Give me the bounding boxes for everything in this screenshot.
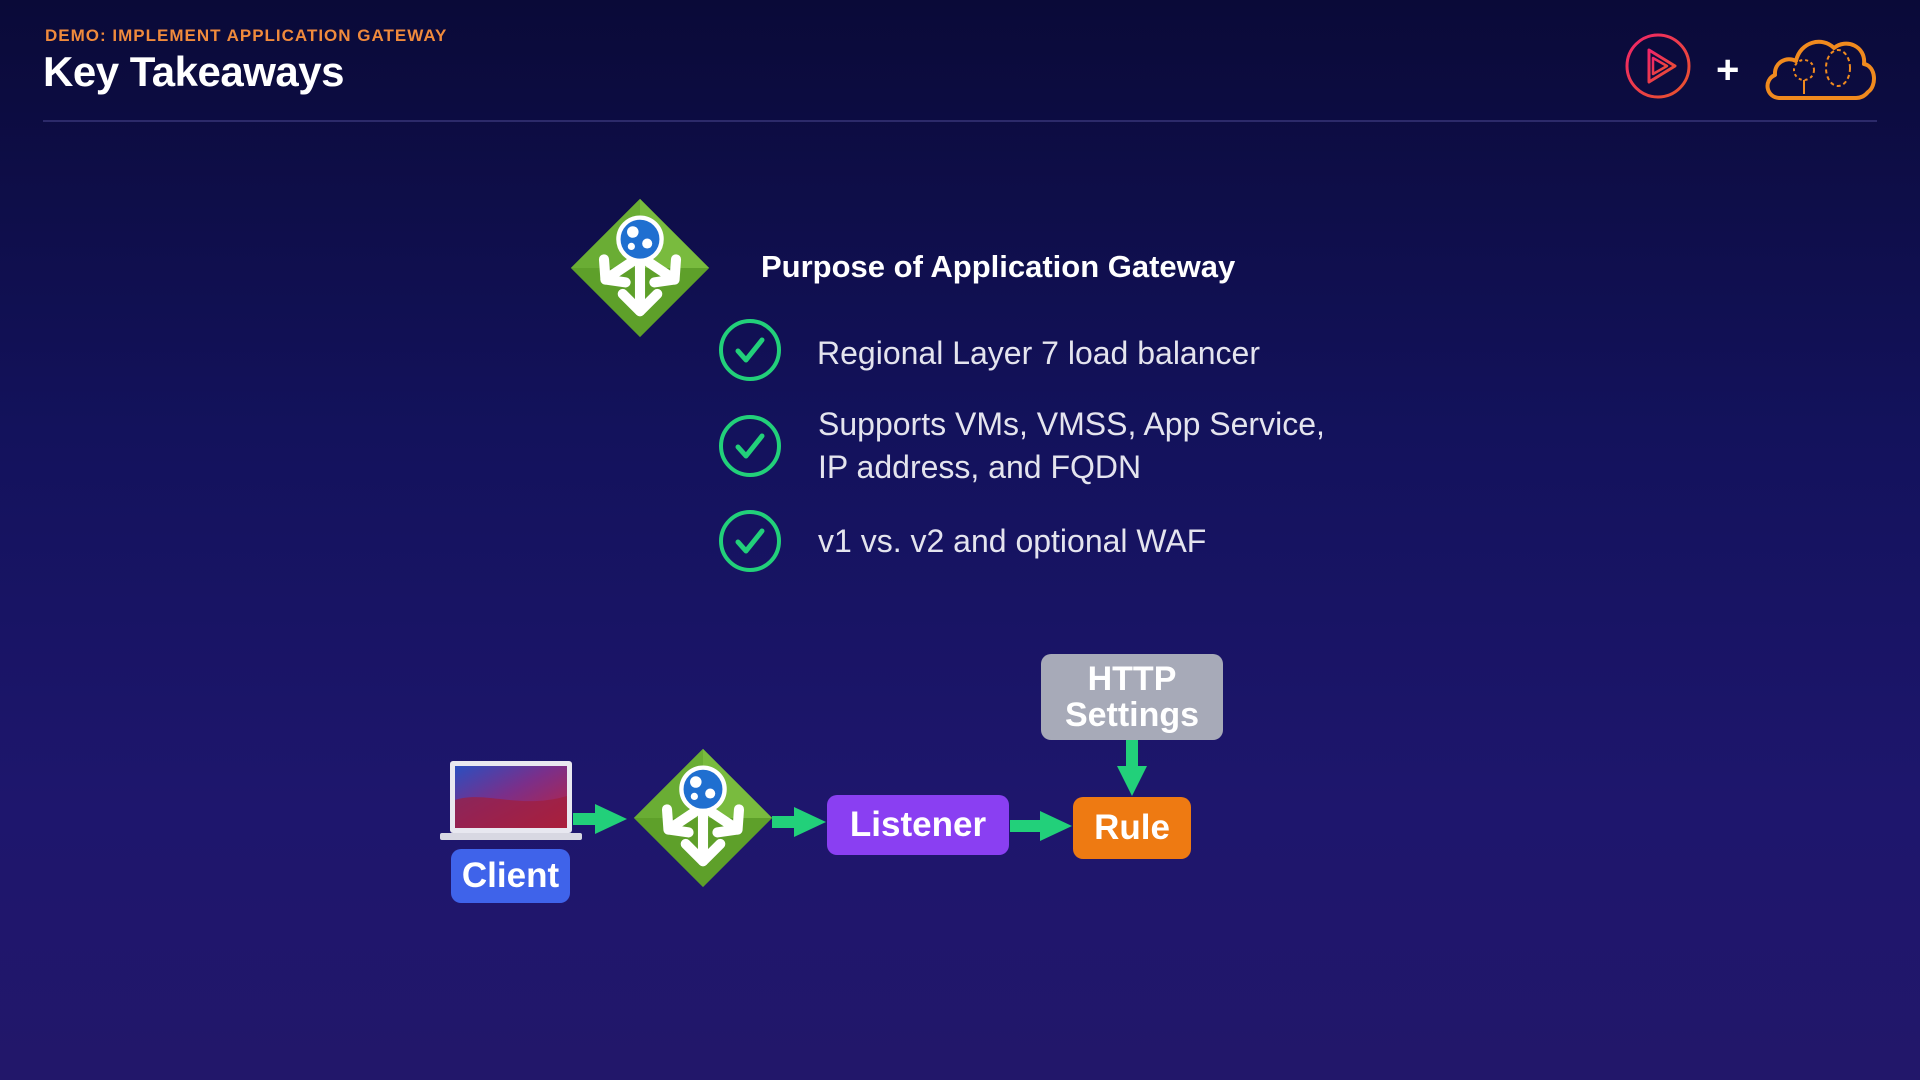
application-gateway-icon bbox=[570, 198, 710, 338]
takeaway-point-2: Supports VMs, VMSS, App Service, IP addr… bbox=[818, 403, 1325, 489]
http-settings-line-2: Settings bbox=[1064, 696, 1200, 734]
takeaway-point-3: v1 vs. v2 and optional WAF bbox=[818, 520, 1206, 563]
takeaways-heading: Purpose of Application Gateway bbox=[761, 249, 1236, 284]
arrow-http-to-rule bbox=[1126, 740, 1138, 768]
slide-eyebrow: DEMO: IMPLEMENT APPLICATION GATEWAY bbox=[45, 26, 448, 45]
arrow-listener-to-rule bbox=[1010, 820, 1040, 832]
http-settings-line-1: HTTP bbox=[1087, 660, 1177, 698]
check-circle-icon bbox=[719, 319, 781, 381]
listener-label: Listener bbox=[827, 795, 1009, 855]
http-settings-label: HTTP Settings bbox=[1041, 654, 1223, 740]
arrowhead-http-to-rule bbox=[1117, 766, 1147, 796]
plus-sign: + bbox=[1716, 48, 1740, 92]
cloud-logo-icon bbox=[1765, 39, 1876, 100]
client-label: Client bbox=[451, 849, 570, 903]
arrow-client-to-gateway bbox=[573, 813, 595, 825]
arrowhead-gateway-to-listener bbox=[794, 807, 826, 837]
arrow-gateway-to-listener bbox=[772, 816, 794, 828]
arrowhead-listener-to-rule bbox=[1040, 811, 1072, 841]
takeaway-point-2-line-2: IP address, and FQDN bbox=[818, 449, 1142, 485]
check-circle-icon bbox=[719, 510, 781, 572]
laptop-icon bbox=[440, 761, 582, 840]
slide-title: Key Takeaways bbox=[43, 48, 344, 95]
takeaway-point-1: Regional Layer 7 load balancer bbox=[817, 332, 1260, 375]
takeaway-point-3-line: v1 vs. v2 and optional WAF bbox=[818, 523, 1207, 559]
check-circle-icon bbox=[719, 415, 781, 477]
application-gateway-icon bbox=[633, 748, 773, 888]
arrowhead-client-to-gateway bbox=[595, 804, 627, 834]
takeaway-point-2-line-1: Supports VMs, VMSS, App Service, bbox=[818, 406, 1325, 442]
takeaway-point-1-line: Regional Layer 7 load balancer bbox=[817, 335, 1260, 371]
play-logo-icon bbox=[1625, 33, 1691, 99]
rule-label: Rule bbox=[1073, 797, 1191, 859]
header-divider bbox=[43, 120, 1877, 122]
